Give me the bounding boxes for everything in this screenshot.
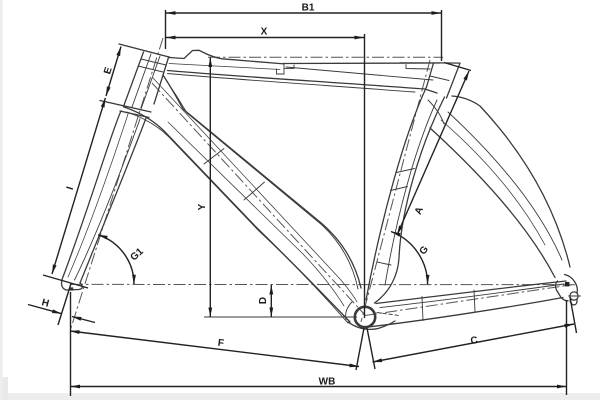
svg-text:WB: WB <box>319 377 336 388</box>
svg-text:E: E <box>102 66 115 76</box>
svg-text:A: A <box>413 205 426 216</box>
svg-text:C: C <box>470 335 479 347</box>
svg-text:I: I <box>65 185 76 191</box>
svg-text:Y: Y <box>197 203 208 210</box>
svg-text:D: D <box>258 297 269 304</box>
svg-text:X: X <box>261 27 268 38</box>
svg-text:H: H <box>40 297 50 309</box>
svg-text:G1: G1 <box>129 246 147 263</box>
svg-text:B1: B1 <box>302 3 315 14</box>
svg-text:F: F <box>217 338 224 350</box>
